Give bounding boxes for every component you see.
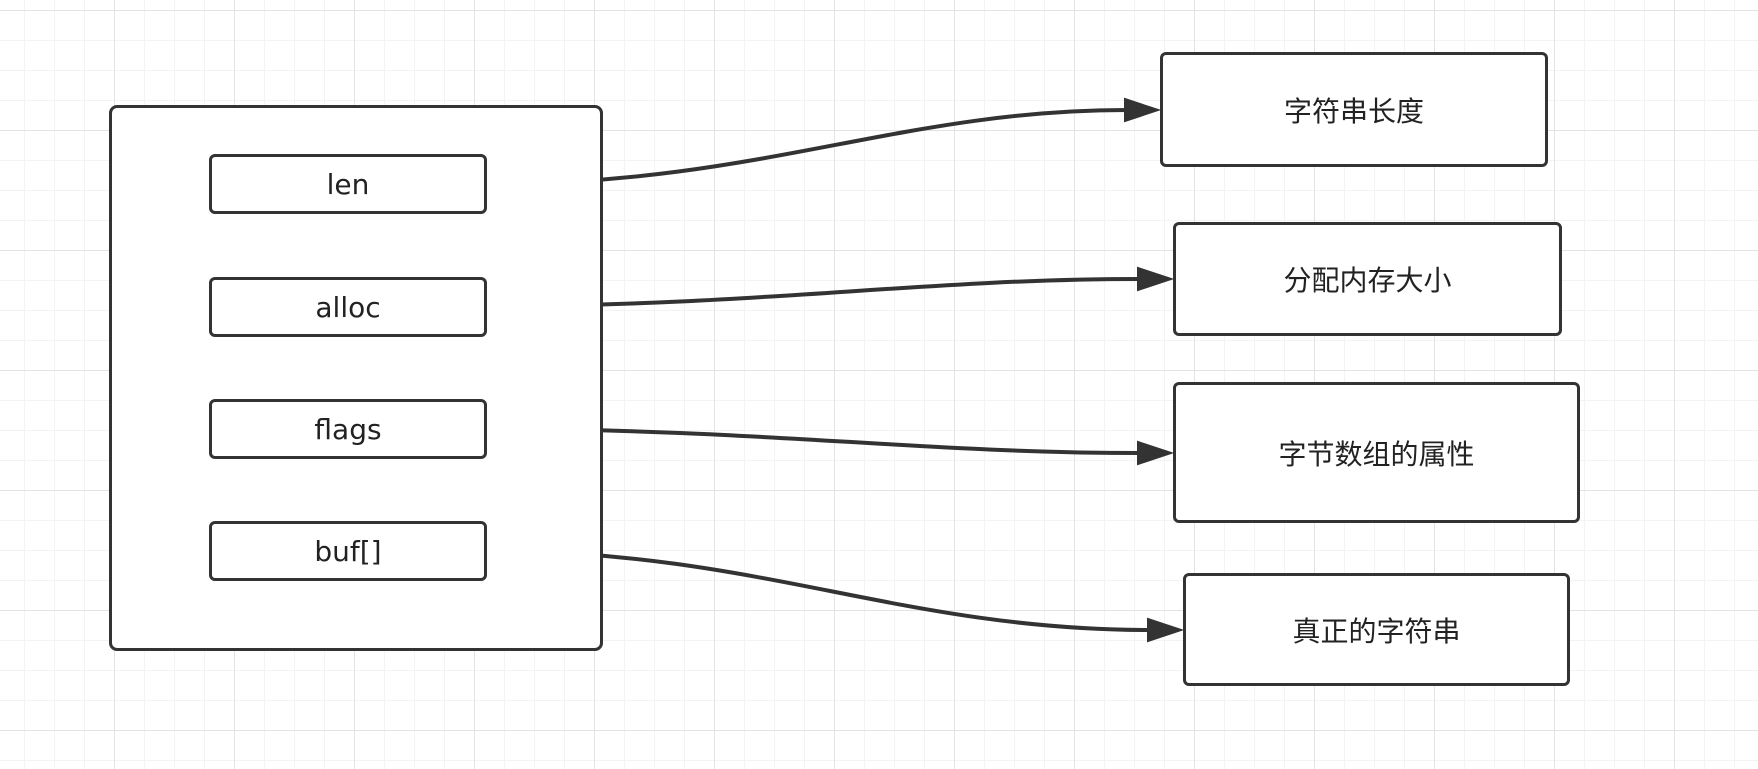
arrowhead-flags — [1137, 440, 1175, 466]
desc-actual-string-label: 真正的字符串 — [1292, 614, 1461, 648]
field-buf-label: buf[] — [314, 534, 382, 568]
desc-byte-array-attributes[interactable]: 字节数组的属性 — [1173, 382, 1580, 523]
desc-byte-array-attributes-label: 字节数组的属性 — [1278, 437, 1475, 471]
arrowhead-alloc — [1137, 266, 1175, 292]
arrowhead-buf — [1147, 617, 1185, 643]
field-alloc-label: alloc — [315, 290, 381, 324]
arrowhead-len — [1124, 97, 1162, 123]
field-flags-label: flags — [314, 412, 382, 446]
desc-allocated-size-label: 分配内存大小 — [1283, 264, 1452, 297]
desc-string-length[interactable]: 字符串长度 — [1160, 52, 1548, 167]
field-len-label: len — [326, 167, 370, 201]
field-len[interactable]: len — [209, 154, 487, 214]
field-alloc[interactable]: alloc — [209, 277, 487, 337]
desc-allocated-size[interactable]: 分配内存大小 — [1173, 222, 1562, 336]
field-buf[interactable]: buf[] — [209, 521, 487, 581]
desc-string-length-label: 字符串长度 — [1283, 94, 1424, 128]
field-flags[interactable]: flags — [209, 399, 487, 459]
desc-actual-string[interactable]: 真正的字符串 — [1183, 573, 1570, 686]
